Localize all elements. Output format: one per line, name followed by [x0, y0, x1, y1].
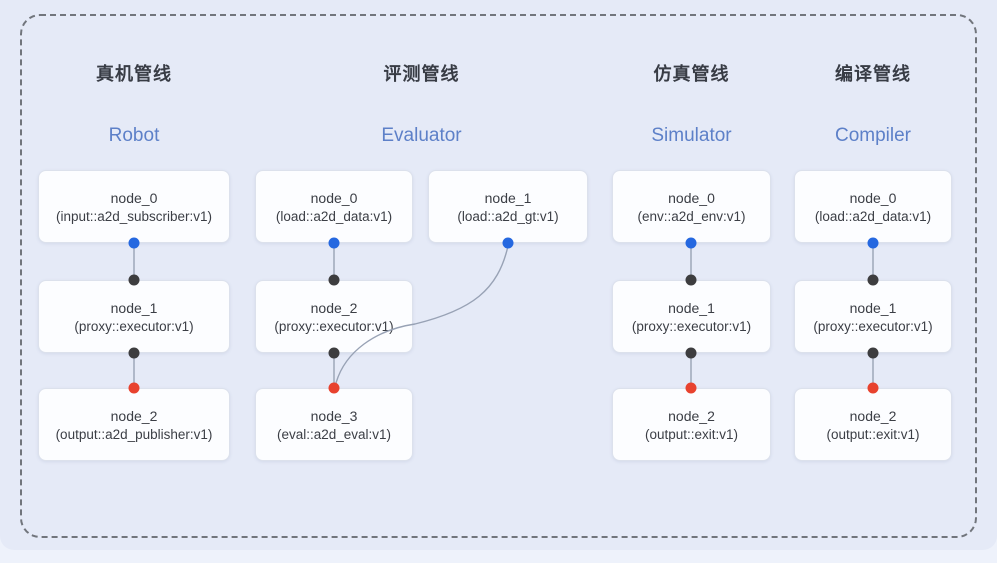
node-type: (output::a2d_publisher:v1): [55, 426, 213, 442]
node-name: node_2: [310, 299, 358, 316]
node-type: (proxy::executor:v1): [813, 318, 933, 334]
node-name: node_0: [668, 189, 715, 206]
node-type: (eval::a2d_eval:v1): [276, 426, 392, 442]
pipeline-title-zh: 真机管线: [96, 64, 172, 84]
pipeline-title-zh: 仿真管线: [653, 64, 730, 84]
node-box: node_2 (proxy::executor:v1): [255, 280, 413, 353]
node-box: node_1 (load::a2d_gt:v1): [428, 170, 588, 243]
pipeline-title-en: Compiler: [834, 125, 912, 146]
node-type: (proxy::executor:v1): [274, 318, 394, 334]
node-type: (proxy::executor:v1): [631, 318, 752, 334]
node-box: node_3 (eval::a2d_eval:v1): [255, 388, 413, 461]
node-name: node_2: [110, 407, 158, 424]
pipeline-title-en: Evaluator: [381, 125, 462, 146]
node-box: node_0 (load::a2d_data:v1): [794, 170, 952, 243]
node-name: node_0: [849, 189, 897, 206]
pipeline-title-en: Robot: [108, 125, 160, 146]
node-name: node_1: [849, 299, 897, 316]
node-box: node_2 (output::exit:v1): [794, 388, 952, 461]
node-box: node_2 (output::exit:v1): [612, 388, 771, 461]
node-type: (input::a2d_subscriber:v1): [55, 208, 213, 224]
node-type: (proxy::executor:v1): [74, 318, 194, 334]
node-type: (output::exit:v1): [826, 426, 920, 442]
pipeline-title-en: Simulator: [651, 125, 732, 146]
pipeline-title-zh: 编译管线: [835, 64, 911, 84]
node-box: node_0 (env::a2d_env:v1): [612, 170, 771, 243]
node-name: node_3: [310, 407, 358, 424]
node-box: node_1 (proxy::executor:v1): [794, 280, 952, 353]
node-box: node_1 (proxy::executor:v1): [38, 280, 230, 353]
node-name: node_0: [110, 189, 158, 206]
node-type: (load::a2d_gt:v1): [457, 208, 559, 224]
pipeline-title-zh: 评测管线: [383, 64, 460, 84]
node-type: (load::a2d_data:v1): [814, 208, 932, 224]
node-name: node_1: [668, 299, 715, 316]
node-type: (load::a2d_data:v1): [275, 208, 393, 224]
node-box: node_2 (output::a2d_publisher:v1): [38, 388, 230, 461]
dashed-border: [20, 14, 977, 538]
node-box: node_0 (load::a2d_data:v1): [255, 170, 413, 243]
node-name: node_2: [668, 407, 715, 424]
node-name: node_2: [849, 407, 897, 424]
node-type: (env::a2d_env:v1): [637, 208, 746, 224]
node-name: node_1: [110, 299, 158, 316]
node-box: node_1 (proxy::executor:v1): [612, 280, 771, 353]
node-box: node_0 (input::a2d_subscriber:v1): [38, 170, 230, 243]
node-type: (output::exit:v1): [644, 426, 739, 442]
node-name: node_1: [484, 189, 532, 206]
node-name: node_0: [310, 189, 358, 206]
